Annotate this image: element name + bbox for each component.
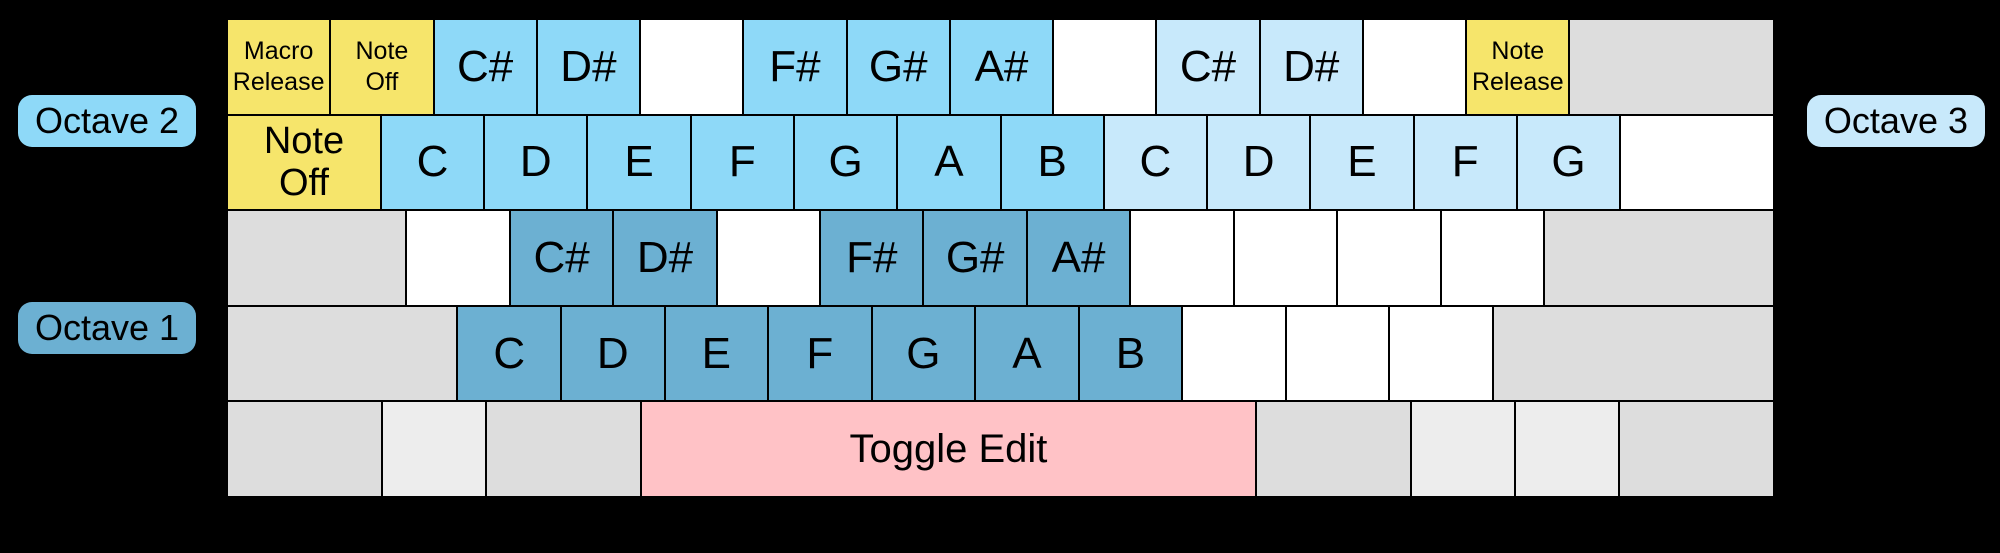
key-note-asharp-octave1: A# <box>1027 211 1130 305</box>
key-note-gsharp-octave2: G# <box>847 20 949 114</box>
key-unmapped <box>228 402 382 496</box>
key-unassigned <box>1390 306 1492 401</box>
key-unassigned <box>1338 211 1440 305</box>
key-note-a-octave1: A <box>976 306 1078 401</box>
keyboard-row-5: Toggle Edit <box>228 402 1773 496</box>
key-unmapped <box>1256 402 1410 496</box>
key-note-csharp-octave2: C# <box>434 20 536 114</box>
key-note-d-octave3: D <box>1208 115 1310 210</box>
key-note-csharp-octave3: C# <box>1157 20 1259 114</box>
key-unmapped <box>1515 402 1618 496</box>
key-note-c-octave3: C <box>1104 115 1207 210</box>
key-unmapped <box>228 211 406 305</box>
key-note-dsharp-octave3: D# <box>1260 20 1362 114</box>
key-note-off-top: Note Off <box>331 20 433 114</box>
key-note-e-octave1: E <box>665 306 768 401</box>
key-note-g-octave3: G <box>1517 115 1620 210</box>
octave-3-badge: Octave 3 <box>1806 95 1985 147</box>
key-macro-release: Macro Release <box>228 20 330 114</box>
key-note-csharp-octave1: C# <box>510 211 613 305</box>
key-note-d-octave2: D <box>485 115 587 210</box>
octave-1-badge: Octave 1 <box>18 302 197 354</box>
key-unmapped <box>1570 20 1773 114</box>
key-note-b-octave1: B <box>1079 306 1182 401</box>
key-note-gsharp-octave1: G# <box>924 211 1026 305</box>
key-note-fsharp-octave1: F# <box>821 211 923 305</box>
key-unassigned <box>1054 20 1156 114</box>
key-note-c-octave2: C <box>381 115 484 210</box>
key-note-fsharp-octave2: F# <box>744 20 846 114</box>
key-unassigned <box>1131 211 1233 305</box>
keyboard-row-3: C#D# F#G#A# <box>228 211 1774 305</box>
key-unmapped <box>1493 306 1773 401</box>
key-unmapped <box>1544 211 1774 305</box>
key-unmapped <box>1411 402 1514 496</box>
key-note-release: Note Release <box>1467 20 1569 114</box>
key-unmapped <box>1619 402 1773 496</box>
octave-2-badge: Octave 2 <box>18 95 197 147</box>
key-unmapped <box>383 402 486 496</box>
key-unassigned <box>407 211 509 305</box>
key-note-a-octave2: A <box>898 115 1000 210</box>
key-toggle-edit: Toggle Edit <box>642 402 1255 496</box>
key-unmapped <box>487 402 641 496</box>
key-unmapped <box>228 306 457 401</box>
key-note-dsharp-octave1: D# <box>614 211 716 305</box>
key-unassigned <box>1621 115 1773 210</box>
key-unassigned <box>1363 20 1466 114</box>
key-unassigned <box>717 211 820 305</box>
key-unassigned <box>641 20 743 114</box>
key-note-c-octave1: C <box>458 306 560 401</box>
key-note-g-octave1: G <box>872 306 975 401</box>
key-note-asharp-octave2: A# <box>950 20 1053 114</box>
key-unassigned <box>1441 211 1543 305</box>
key-unassigned <box>1286 306 1389 401</box>
key-note-d-octave1: D <box>561 306 664 401</box>
key-note-f-octave2: F <box>691 115 793 210</box>
key-note-f-octave3: F <box>1414 115 1516 210</box>
key-unassigned <box>1183 306 1285 401</box>
key-note-b-octave2: B <box>1001 115 1103 210</box>
key-unassigned <box>1234 211 1337 305</box>
key-note-dsharp-octave2: D# <box>537 20 640 114</box>
key-note-e-octave2: E <box>588 115 690 210</box>
key-note-g-octave2: G <box>794 115 897 210</box>
key-note-f-octave1: F <box>769 306 871 401</box>
key-note-off: Note Off <box>228 115 380 210</box>
key-note-e-octave3: E <box>1311 115 1413 210</box>
